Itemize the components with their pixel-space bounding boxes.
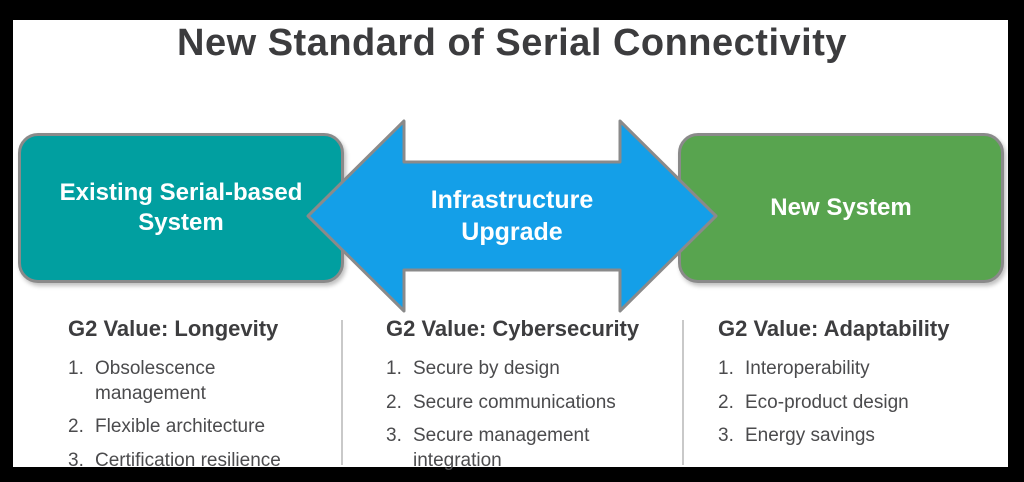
arrow-label: Infrastructure Upgrade <box>430 185 594 247</box>
list-item: Eco-product design <box>718 391 909 415</box>
column-cybersecurity-heading: G2 Value: Cybersecurity <box>386 316 640 341</box>
column-cybersecurity: G2 Value: Cybersecurity Secure by design… <box>386 316 676 482</box>
list-item: Flexible architecture <box>68 415 266 439</box>
list-item: Obsolescence management <box>68 357 216 404</box>
list-item: Interoperability <box>718 357 870 381</box>
list-item: Certification resilience <box>68 449 281 473</box>
column-divider-2 <box>682 320 684 465</box>
arrow-label-wrap: Infrastructure Upgrade <box>306 117 718 315</box>
column-longevity-list: Obsolescence management Flexible archite… <box>68 357 318 474</box>
infrastructure-upgrade-arrow: Infrastructure Upgrade <box>306 117 718 315</box>
column-longevity-heading: G2 Value: Longevity <box>68 316 279 341</box>
list-item: Secure by design <box>386 357 560 381</box>
existing-system-box: Existing Serial-based System <box>18 133 344 283</box>
column-adaptability-list: Interoperability Eco-product design Ener… <box>718 357 998 449</box>
column-longevity: G2 Value: Longevity Obsolescence managem… <box>68 316 318 482</box>
new-system-box: New System <box>678 133 1004 283</box>
page-title: New Standard of Serial Connectivity <box>177 22 847 64</box>
column-divider-1 <box>341 320 343 465</box>
list-item: Energy savings <box>718 424 875 448</box>
existing-system-label: Existing Serial-based System <box>59 179 303 236</box>
list-item: Secure management integration <box>386 424 590 472</box>
column-cybersecurity-list: Secure by design Secure communications S… <box>386 357 676 474</box>
double-arrow-icon <box>306 119 718 313</box>
new-system-label: New System <box>770 194 912 221</box>
column-adaptability-heading: G2 Value: Adaptability <box>718 316 950 341</box>
list-item: Secure communications <box>386 391 616 415</box>
column-adaptability: G2 Value: Adaptability Interoperability … <box>718 316 998 458</box>
